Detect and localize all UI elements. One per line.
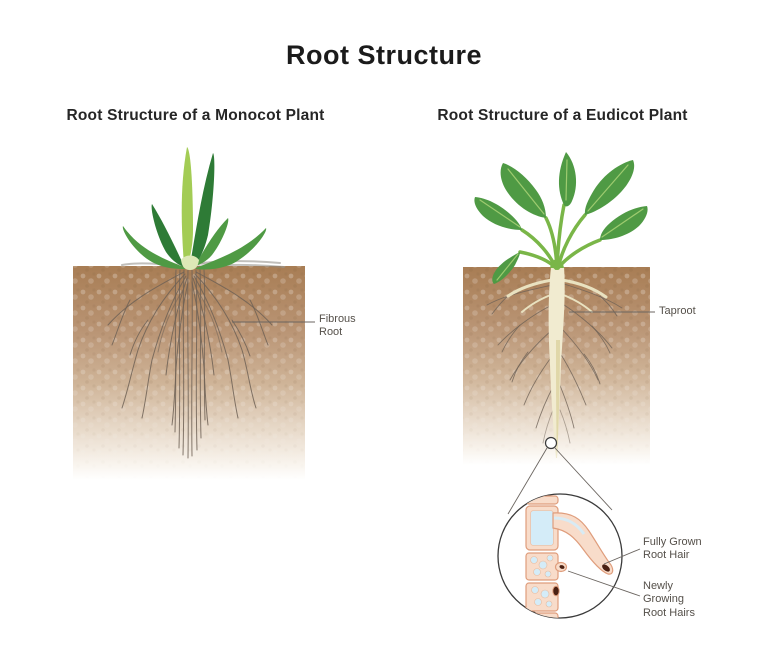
newly-growing-root-hairs-label: Newly Growing Root Hairs	[643, 580, 695, 619]
lateral-roots-illustration	[486, 282, 623, 444]
fibrous-root-label: Fibrous Root	[319, 313, 356, 339]
magnifier-tangent-right	[554, 447, 613, 511]
eudicot-heading: Root Structure of a Eudicot Plant	[437, 107, 688, 124]
monocot-heading: Root Structure of a Monocot Plant	[66, 107, 325, 124]
fibrous-roots-illustration	[107, 269, 273, 459]
magnifier-tangent-left	[507, 447, 548, 515]
root-hair-cells-illustration	[525, 495, 614, 618]
monocot-soil-block	[73, 266, 305, 480]
taproot-illustration	[548, 267, 565, 458]
fully-grown-root-hair	[552, 512, 614, 575]
eudicot-plant-illustration	[474, 152, 648, 284]
magnifier-source-circle	[544, 436, 558, 450]
newly-growing-leader-line	[567, 570, 641, 597]
fully-grown-root-hair-label: Fully Grown Root Hair	[643, 536, 702, 562]
monocot-plant-illustration	[122, 147, 267, 270]
taproot-label: Taproot	[659, 305, 696, 317]
fully-grown-leader-line	[603, 548, 641, 565]
magnifier-callout	[497, 436, 623, 619]
page-title: Root Structure	[286, 40, 482, 70]
